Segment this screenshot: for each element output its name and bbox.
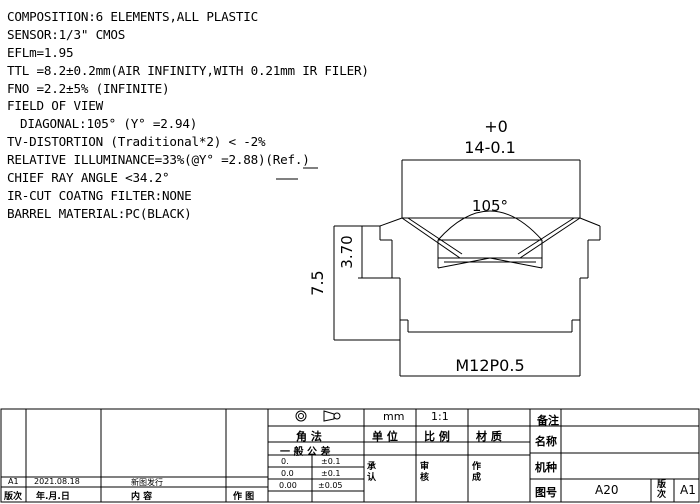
rev-label: 版次	[657, 480, 667, 500]
spec-fno: FNO =2.2±5% (INFINITE)	[7, 80, 170, 96]
fov-angle: 105°	[472, 197, 508, 215]
thread-spec: M12P0.5	[455, 356, 524, 375]
model-label: 机种	[535, 461, 557, 474]
tol-digits-2: 0.0	[281, 469, 294, 478]
rev-value: A1	[680, 483, 696, 497]
remark-label: 备注	[537, 414, 559, 427]
material-label: 材 质	[476, 430, 502, 443]
history-rev: A1	[8, 477, 19, 486]
spec-barrel: BARREL MATERIAL:PC(BLACK)	[7, 205, 192, 221]
tol-value-3: ±0.05	[318, 481, 343, 490]
tol-digits-3: 0.00	[279, 481, 297, 490]
barrel-outline	[379, 217, 601, 376]
angle-method-label: 角 法	[296, 430, 322, 443]
drawing-no-label: 图号	[535, 486, 557, 499]
spec-distortion: TV-DISTORTION (Traditional*2) < -2%	[7, 134, 266, 150]
spec-fov: FIELD OF VIEW	[7, 98, 103, 114]
spec-diagonal: DIAGONAL:105° (Y° =2.94)	[20, 116, 198, 132]
tol-value-2: ±0.1	[321, 469, 341, 478]
tol-digits-1: 0.	[281, 457, 289, 466]
dim-7-5: 7.5	[308, 270, 327, 295]
tolerance-upper: +0	[484, 117, 508, 136]
unit-value: mm	[383, 410, 405, 423]
history-header-content: 内 容	[131, 492, 153, 502]
spec-efl: EFLm=1.95	[7, 44, 74, 60]
unit-label: 单 位	[372, 430, 398, 443]
spec-sensor: SENSOR:1/3" CMOS	[7, 26, 126, 42]
spec-ttl: TTL =8.2±0.2mm(AIR INFINITY,WITH 0.21mm …	[7, 62, 369, 78]
history-header-date: 年.月.日	[36, 492, 70, 502]
tol-value-1: ±0.1	[321, 457, 341, 466]
history-date: 2021.08.18	[34, 477, 80, 486]
height-dimensions	[333, 225, 400, 341]
tolerance-title: 一 般 公 差	[280, 447, 331, 458]
spec-list: COMPOSITION:6 ELEMENTS,ALL PLASTIC SENSO…	[7, 8, 397, 223]
dim-3-70: 3.70	[338, 235, 356, 268]
spec-ircut: IR-CUT COATNG FILTER:NONE	[7, 187, 192, 203]
spec-composition: COMPOSITION:6 ELEMENTS,ALL PLASTIC	[7, 9, 258, 24]
history-content: 新图发行	[131, 478, 163, 487]
title-block-grid	[0, 408, 700, 503]
width-dimension: 14-0.1	[464, 138, 516, 157]
scale-label: 比 例	[424, 430, 450, 443]
history-header-rev: 版次	[4, 492, 23, 502]
drawing-no: A20	[595, 483, 619, 497]
history-header-author: 作 图	[233, 492, 255, 502]
author-label: 作成	[472, 462, 482, 483]
name-label: 名称	[535, 435, 557, 448]
scale-value: 1:1	[431, 410, 449, 423]
spec-illuminance: RELATIVE ILLUMINANCE=33%(@Y° =2.88)(Ref.…	[7, 152, 310, 168]
review-label: 审核	[420, 462, 430, 483]
lens-dome	[401, 210, 581, 269]
spec-cra: CHIEF RAY ANGLE <34.2°	[7, 170, 170, 186]
approve-label: 承认	[367, 462, 377, 483]
